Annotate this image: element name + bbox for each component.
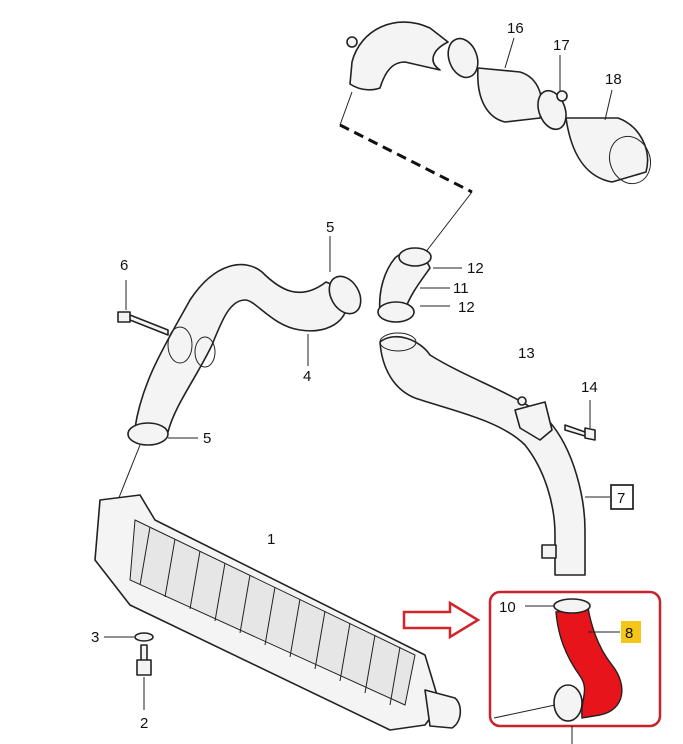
intercooler-assembly <box>94 494 462 731</box>
pipe-13-clip <box>541 544 557 559</box>
label-12-top: 12 <box>467 260 484 277</box>
label-4: 4 <box>303 368 311 385</box>
label-2: 2 <box>140 715 148 732</box>
label-16: 16 <box>507 20 524 37</box>
label-13: 13 <box>518 345 535 362</box>
hose-4[interactable] <box>134 263 348 433</box>
intercooler-fins <box>139 526 401 706</box>
label-12-bottom: 12 <box>458 299 475 316</box>
clamp-17-screw <box>556 90 568 102</box>
duct-18-flange <box>608 135 652 185</box>
dashed-connection <box>339 123 473 194</box>
bolt-2[interactable] <box>136 644 152 676</box>
label-11: 11 <box>453 280 469 297</box>
hose-16[interactable] <box>477 67 543 123</box>
label-6: 6 <box>120 257 128 274</box>
pipe-13-bracket <box>514 401 553 441</box>
hose-8-outlet-clamp <box>553 684 583 722</box>
label-8: 8 <box>625 625 633 642</box>
highlight-box <box>488 590 662 728</box>
label-18: 18 <box>605 71 622 88</box>
clamp-12-top[interactable] <box>398 247 432 267</box>
hose-4-joint-mid <box>194 336 216 368</box>
label-10: 10 <box>499 599 516 616</box>
bolt-14[interactable] <box>564 424 596 441</box>
washer-3[interactable] <box>134 632 154 642</box>
hose-4-assembly <box>117 236 367 501</box>
bolt-6[interactable] <box>117 311 169 336</box>
pipe-13-inlet <box>379 332 417 352</box>
upper-intake-assembly <box>339 21 652 254</box>
label-3: 3 <box>91 629 99 646</box>
arrow-right-icon <box>402 600 481 640</box>
pipe-13-assembly <box>377 247 610 576</box>
part-labels: 1 2 3 4 5 5 6 7 8 10 11 12 12 13 14 16 1… <box>91 20 633 732</box>
label-5-bottom: 5 <box>203 430 211 447</box>
hose-8[interactable] <box>555 607 623 719</box>
clamp-5-top[interactable] <box>323 271 367 320</box>
label-1: 1 <box>267 531 275 548</box>
pipe-13[interactable] <box>379 335 586 576</box>
part-8-badge <box>621 621 641 643</box>
clamp-ring-15[interactable] <box>443 34 483 81</box>
label-17: 17 <box>553 37 570 54</box>
elbow-bolt <box>346 36 358 48</box>
hose-4-joint-left <box>167 326 193 364</box>
intake-elbow-pipe[interactable] <box>349 21 449 91</box>
duct-18[interactable] <box>565 117 649 183</box>
highlighted-hose-group <box>402 590 662 744</box>
label-5-top: 5 <box>326 219 334 236</box>
intercooler-outlet <box>424 689 462 729</box>
clamp-5-bottom[interactable] <box>127 422 169 446</box>
bracket-nut <box>517 396 527 406</box>
label-box-7 <box>610 484 634 510</box>
clamp-10[interactable] <box>553 598 591 614</box>
label-7: 7 <box>617 490 625 507</box>
label-14: 14 <box>581 379 598 396</box>
clamp-12-bottom[interactable] <box>377 301 415 323</box>
